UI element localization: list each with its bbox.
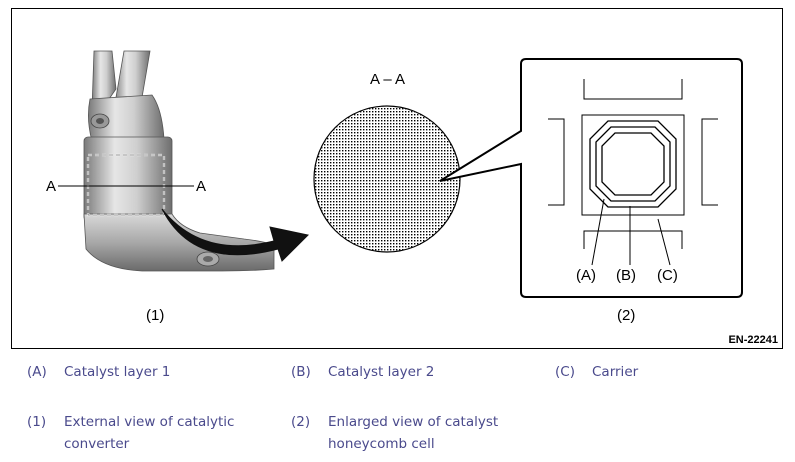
enlarged-cell-callout [439, 58, 743, 298]
callout-b: (B) [616, 267, 636, 284]
figure-code: EN-22241 [728, 334, 778, 346]
legend-text: Catalyst layer 1 [64, 364, 171, 380]
legend-text: Catalyst layer 2 [328, 364, 435, 380]
section-label: A – A [370, 71, 405, 88]
legend-key: (B) [291, 364, 311, 380]
view-label-2: (2) [617, 307, 635, 324]
curved-arrow [161, 208, 310, 262]
legend-key: (2) [291, 414, 311, 430]
legend-text: External view of catalytic converter [64, 414, 235, 452]
legend-text: Carrier [592, 364, 639, 380]
legend-key: (C) [555, 364, 575, 380]
view-label-1: (1) [146, 307, 164, 324]
callout-a: (A) [576, 267, 596, 284]
legend-text: Enlarged view of catalyst honeycomb cell [328, 414, 499, 452]
legend-key: (A) [27, 364, 47, 380]
diagram-svg: A A A – A [46, 50, 743, 324]
legend-key: (1) [27, 414, 47, 430]
cross-section-circle [313, 105, 461, 253]
cut-label-left: A [46, 178, 56, 195]
cut-label-right: A [196, 178, 206, 195]
callout-c: (C) [657, 267, 678, 284]
catalytic-converter-drawing [58, 50, 275, 272]
diagram-figure: A A A – A [11, 8, 783, 349]
